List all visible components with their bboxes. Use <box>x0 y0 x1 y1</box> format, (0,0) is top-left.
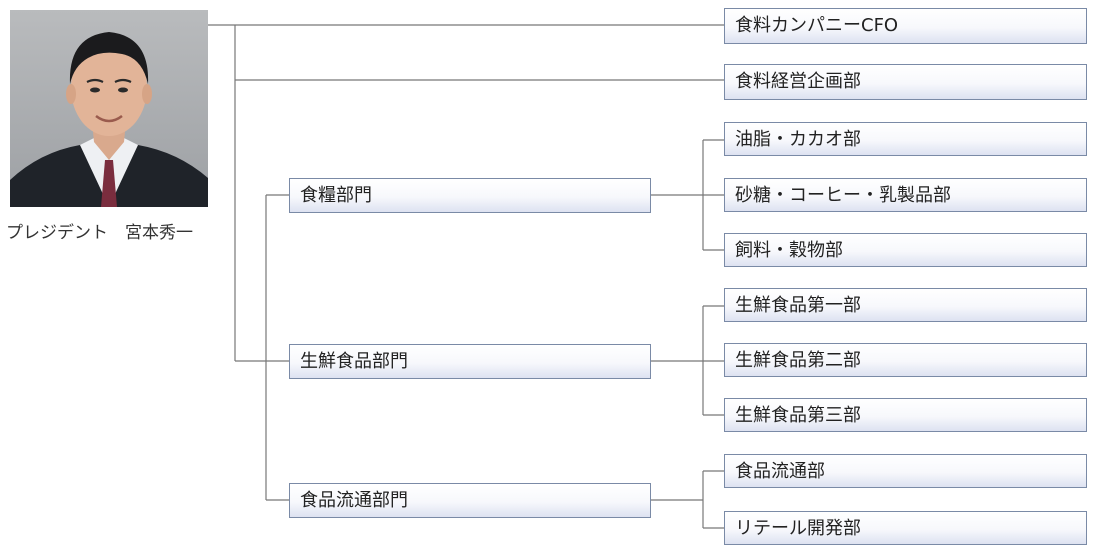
department-box: 生鮮食品第二部 <box>724 343 1087 377</box>
portrait-image <box>10 10 208 207</box>
department-box: 砂糖・コーヒー・乳製品部 <box>724 178 1087 212</box>
division-box-food: 食糧部門 <box>289 178 651 213</box>
department-box: リテール開発部 <box>724 511 1087 545</box>
department-box: 油脂・カカオ部 <box>724 122 1087 156</box>
department-box: 飼料・穀物部 <box>724 233 1087 267</box>
department-box: 生鮮食品第三部 <box>724 398 1087 432</box>
president-photo <box>10 10 208 207</box>
unit-box-cfo: 食料カンパニーCFO <box>724 8 1087 44</box>
department-box: 食品流通部 <box>724 454 1087 488</box>
division-box-food-distribution: 食品流通部門 <box>289 483 651 518</box>
president-caption: プレジデント 宮本秀一 <box>6 223 193 243</box>
unit-box-planning: 食料経営企画部 <box>724 64 1087 100</box>
division-box-fresh-food: 生鮮食品部門 <box>289 344 651 379</box>
department-box: 生鮮食品第一部 <box>724 288 1087 322</box>
